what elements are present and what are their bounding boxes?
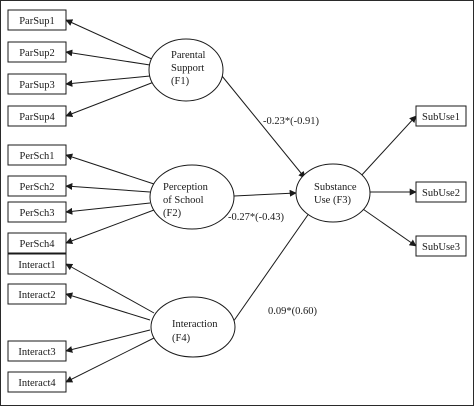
arrow-f2-persch2 [65, 182, 151, 193]
label-f1-line2: Support [171, 63, 204, 74]
arrow-f2-f3 [233, 189, 297, 197]
label-f3-line1: Substance [314, 182, 357, 193]
label-f1-line3: (F1) [171, 76, 190, 87]
label-interact2: Interact2 [18, 290, 55, 301]
arrow-f1-parsup1 [65, 19, 155, 61]
label-persch4: PerSch4 [20, 239, 56, 250]
arrow-f4-interact3 [65, 329, 151, 353]
box-persch2 [7, 175, 67, 197]
box-interact1 [7, 253, 67, 275]
coef-f1-f3: -0.23*(-0.91) [263, 116, 319, 127]
arrow-f4-interact1 [65, 263, 155, 314]
loading-arrows [65, 19, 417, 383]
label-subuse3: SubUse3 [422, 242, 460, 253]
arrow-f4-f3 [232, 208, 313, 323]
arrow-f1-parsup2 [65, 49, 151, 66]
arrow-f1-parsup4 [65, 81, 155, 117]
box-parsup1 [7, 9, 67, 31]
coef-f4-f3: 0.09*(0.60) [268, 306, 317, 317]
label-f4-line2: (F4) [172, 333, 191, 344]
box-interact2 [7, 283, 67, 305]
label-subuse2: SubUse2 [422, 188, 460, 199]
label-f2-line3: (F2) [163, 208, 182, 219]
arrow-f2-persch4 [65, 209, 155, 245]
label-interact4: Interact4 [18, 378, 56, 389]
latent-ellipses [148, 38, 371, 358]
ellipse-f1 [148, 38, 224, 102]
label-f2-line1: Perception [163, 182, 209, 193]
label-persch1: PerSch1 [20, 151, 55, 162]
label-parsup1: ParSup1 [19, 16, 55, 27]
ellipse-f3 [295, 163, 371, 223]
box-parsup4 [7, 105, 67, 127]
arrow-f3-subuse3 [359, 206, 417, 247]
label-interact1: Interact1 [18, 260, 55, 271]
box-persch1 [7, 144, 67, 166]
arrow-f1-parsup3 [65, 75, 151, 87]
label-parsup3: ParSup3 [19, 80, 55, 91]
box-subuse3 [415, 235, 467, 257]
box-persch4 [7, 232, 67, 254]
label-f2-line2: of School [163, 195, 204, 206]
arrow-f4-interact2 [65, 292, 151, 321]
label-parsup2: ParSup2 [19, 48, 55, 59]
box-interact3 [7, 340, 67, 362]
indicator-labels: ParSup1 ParSup2 ParSup3 ParSup4 PerSch1 … [18, 16, 460, 389]
coef-f2-f3: -0.27*(-0.43) [228, 212, 284, 223]
box-subuse1 [415, 105, 467, 127]
indicator-boxes [7, 9, 467, 393]
label-persch3: PerSch3 [20, 208, 55, 219]
label-subuse1: SubUse1 [422, 112, 460, 123]
label-persch2: PerSch2 [20, 182, 55, 193]
box-persch3 [7, 201, 67, 223]
arrow-f4-interact4 [65, 337, 155, 383]
path-coefficients: -0.23*(-0.91) -0.27*(-0.43) 0.09*(0.60) [228, 116, 319, 317]
label-interact3: Interact3 [18, 347, 55, 358]
ellipse-f4 [150, 296, 236, 358]
box-parsup2 [7, 41, 67, 63]
arrow-f1-f3 [221, 75, 306, 179]
box-parsup3 [7, 73, 67, 95]
arrow-f3-subuse1 [359, 115, 417, 178]
label-f1-line1: Parental [171, 50, 205, 61]
latent-labels: Parental Support (F1) Perception of Scho… [163, 50, 357, 344]
arrow-f2-persch1 [65, 153, 155, 185]
label-parsup4: ParSup4 [19, 112, 55, 123]
arrow-f2-persch3 [65, 202, 151, 215]
box-subuse2 [415, 181, 467, 203]
box-interact4 [7, 371, 67, 393]
ellipse-f2 [149, 164, 235, 230]
label-f4-line1: Interaction [172, 319, 218, 330]
label-f3-line2: Use (F3) [314, 195, 352, 206]
